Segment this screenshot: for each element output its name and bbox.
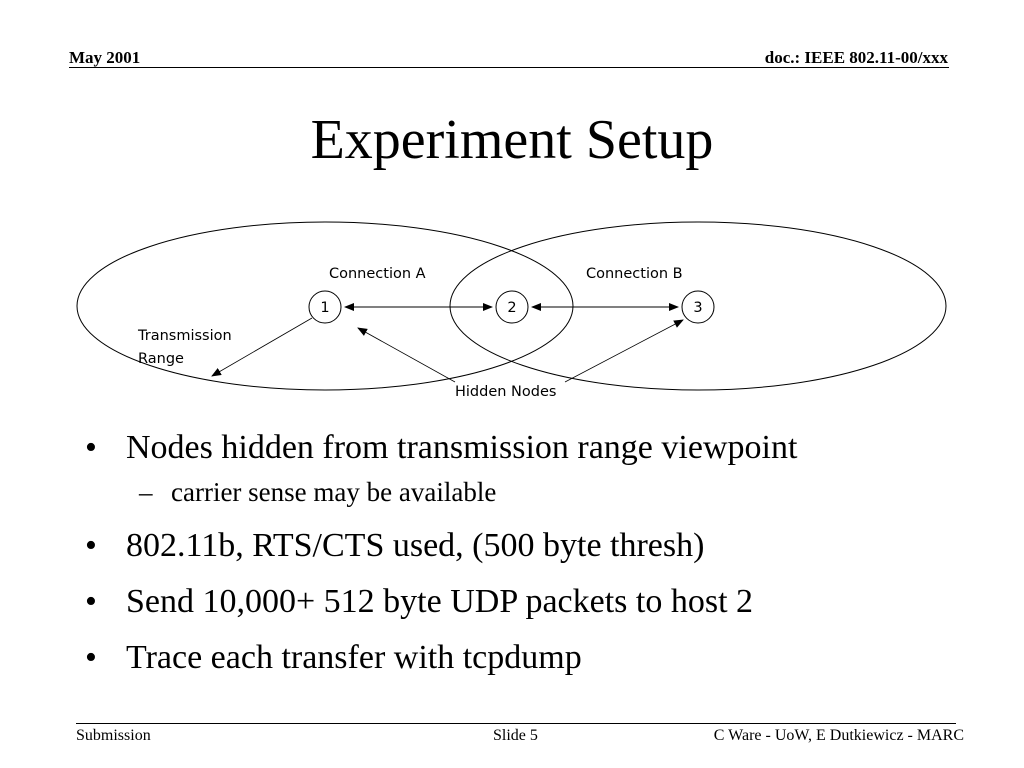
- tx-range-label-line1: Transmission: [137, 328, 232, 344]
- node-3-label: 3: [693, 300, 702, 316]
- bullet-marker: •: [85, 583, 97, 620]
- footer-authors: C Ware - UoW, E Dutkiewicz - MARC: [713, 727, 964, 744]
- hidden-node-arrow-left: [357, 327, 456, 383]
- bullet-text: Nodes hidden from transmission range vie…: [126, 429, 798, 466]
- header-divider: [69, 67, 949, 68]
- sub-bullet-item: – carrier sense may be available: [85, 474, 985, 510]
- hidden-nodes-label: Hidden Nodes: [455, 384, 556, 400]
- connection-b-label: Connection B: [586, 266, 683, 282]
- footer-slide-number: Slide 5: [493, 727, 538, 744]
- bullet-text: 802.11b, RTS/CTS used, (500 byte thresh): [126, 527, 705, 564]
- bullet-list: • Nodes hidden from transmission range v…: [85, 426, 985, 692]
- node-2: [495, 290, 529, 324]
- node-1: [308, 290, 342, 324]
- bullet-marker: •: [85, 527, 97, 564]
- header-date: May 2001: [69, 48, 141, 67]
- bullet-item: • Trace each transfer with tcpdump: [85, 636, 985, 680]
- tx-range-label-line2: Range: [138, 351, 184, 367]
- connection-a-label: Connection A: [329, 266, 426, 282]
- node-3: [681, 290, 715, 324]
- hidden-node-arrow-right: [564, 319, 684, 383]
- bullet-text: Trace each transfer with tcpdump: [126, 639, 582, 676]
- bullet-item: • Send 10,000+ 512 byte UDP packets to h…: [85, 580, 985, 624]
- node-1-label: 1: [320, 300, 329, 316]
- sub-bullet-text: carrier sense may be available: [171, 477, 497, 507]
- bullet-item: • 802.11b, RTS/CTS used, (500 byte thres…: [85, 524, 985, 568]
- bullet-marker: •: [85, 429, 97, 466]
- header-doc-id: doc.: IEEE 802.11-00/xxx: [764, 48, 948, 67]
- sub-bullet-marker: –: [139, 477, 153, 507]
- footer-submission: Submission: [76, 727, 151, 744]
- bullet-text: Send 10,000+ 512 byte UDP packets to hos…: [126, 583, 754, 620]
- bullet-marker: •: [85, 639, 97, 676]
- bullet-item: • Nodes hidden from transmission range v…: [85, 426, 985, 470]
- tx-range-arrow: [211, 317, 313, 377]
- node-2-label: 2: [507, 300, 516, 316]
- footer-divider: [76, 723, 956, 724]
- slide-title: Experiment Setup: [310, 109, 714, 171]
